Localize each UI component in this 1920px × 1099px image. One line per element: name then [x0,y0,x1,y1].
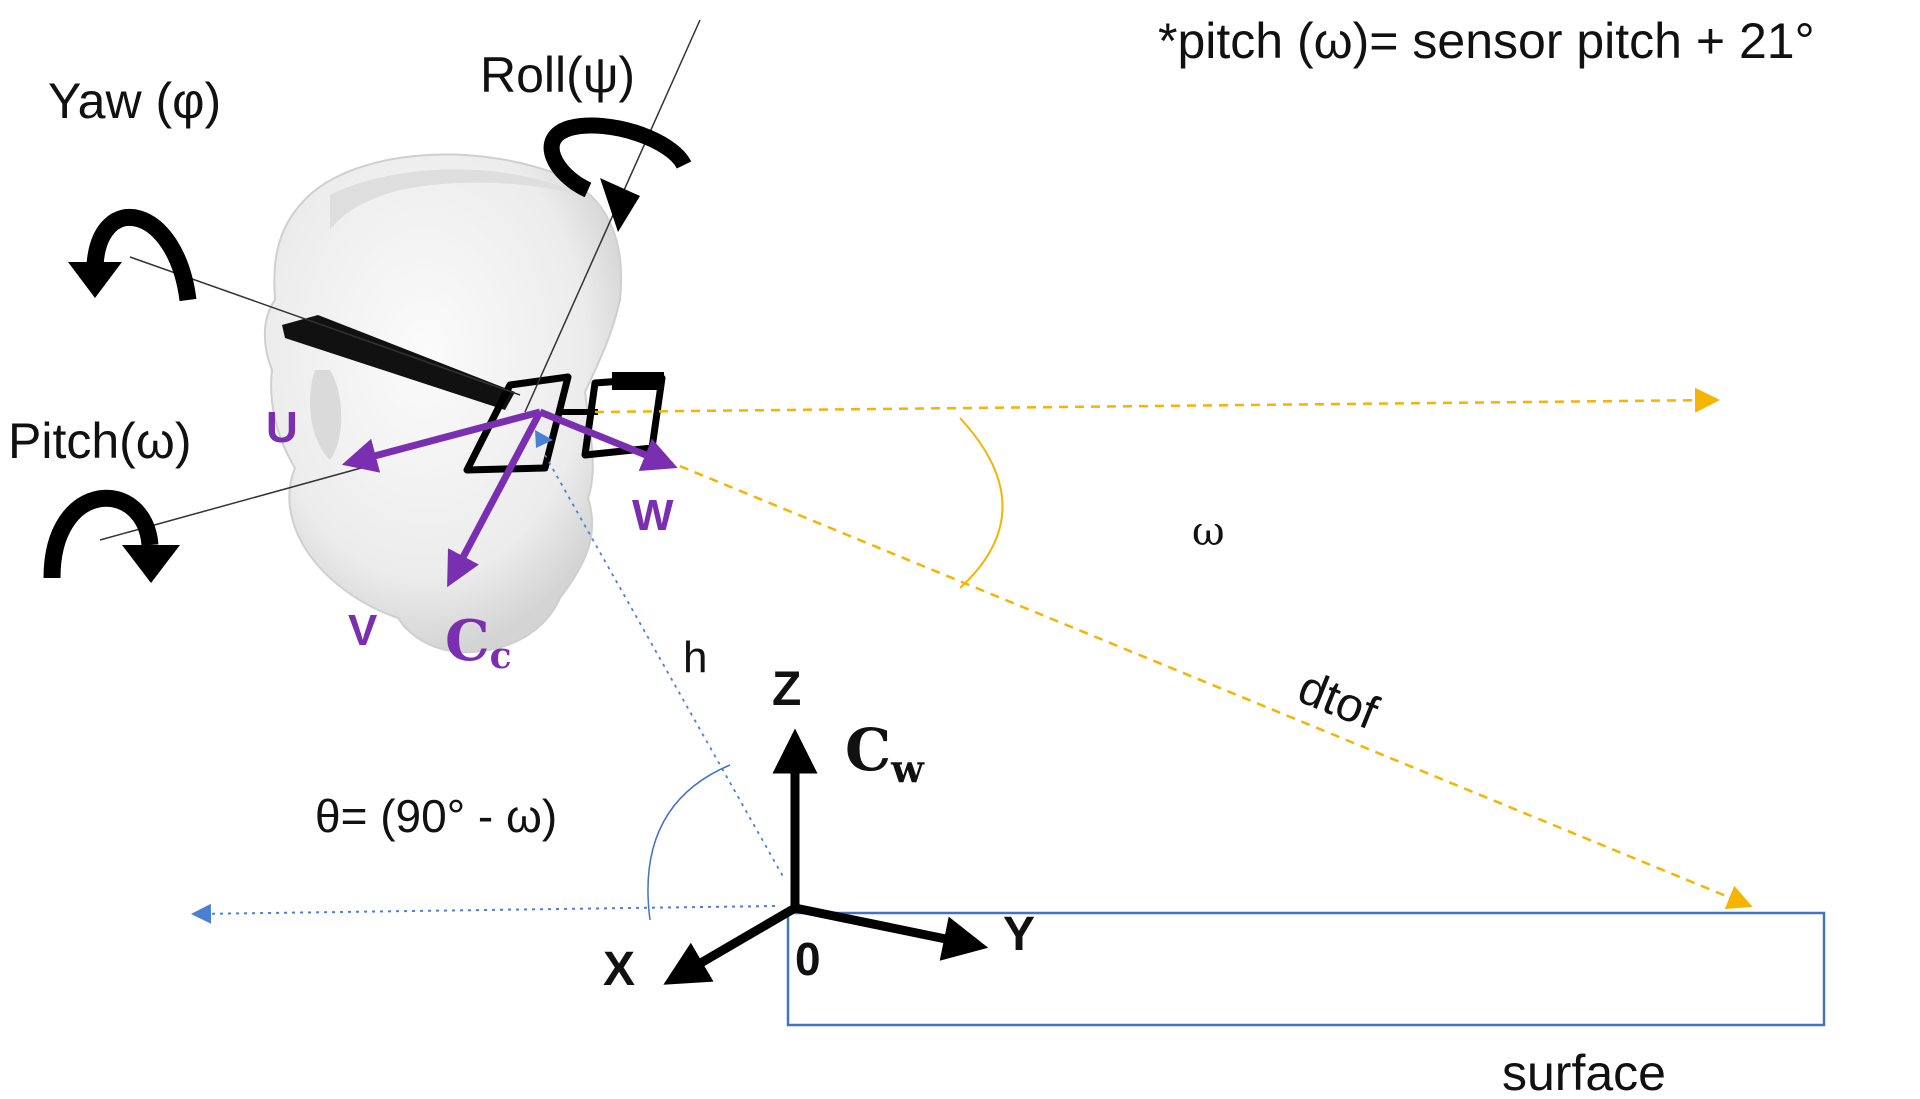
surface-label: surface [1502,1045,1666,1099]
head-silhouette [263,153,623,654]
yaw-axis-line [129,256,521,396]
height-line [544,454,786,881]
u-axis-label: U [266,403,298,452]
y-axis-label: Y [1003,908,1035,961]
z-axis-label: Z [772,663,801,716]
horizontal-sight-ray [594,387,1720,414]
theta-formula-label: θ= (90° - ω) [315,790,557,842]
roll-axis-line [524,19,701,413]
yaw-rotation-arrow-icon [68,208,197,302]
pitch-label: Pitch(ω) [8,413,192,469]
roll-label: Roll(ψ) [480,47,635,103]
dtof-label: dtof [1291,661,1386,740]
ear-shading [310,370,342,460]
pitch-rotation-arrow-icon [43,489,180,583]
height-label: h [683,633,707,682]
glasses-left-lens [463,373,572,474]
v-axis-arrow [447,410,544,588]
dtof-ray [664,458,1753,909]
roll-rotation-arrow-icon [543,117,692,232]
v-axis-label: V [348,606,378,655]
surface-rectangle [786,911,1826,1027]
world-center-label: Cw [845,716,925,791]
yaw-label: Yaw (φ) [48,73,221,129]
theta-angle-arc [647,764,731,921]
x-axis-label: X [603,943,635,996]
camera-center-label: Cc [445,608,512,677]
world-frame-axes [663,728,989,985]
w-axis-label: W [632,491,674,540]
pitch-formula-note: *pitch (ω)= sensor pitch + 21° [1158,13,1815,69]
origin-label: 0 [795,933,821,985]
omega-angle-label: ω [1192,509,1225,555]
glasses-temple-arm [282,315,515,410]
omega-angle-arc [959,417,1004,589]
u-axis-arrow [341,408,541,473]
x-axis-arrow [663,904,798,985]
y-axis-arrow [794,903,989,961]
glasses-sensor [612,372,664,390]
w-axis-arrow [538,408,678,471]
head-with-smart-glasses-icon [263,153,666,654]
ground-direction-line [191,903,776,924]
camera-center-marker [535,430,553,448]
hair-shading [330,169,590,230]
camera-frame-axes [341,408,678,588]
